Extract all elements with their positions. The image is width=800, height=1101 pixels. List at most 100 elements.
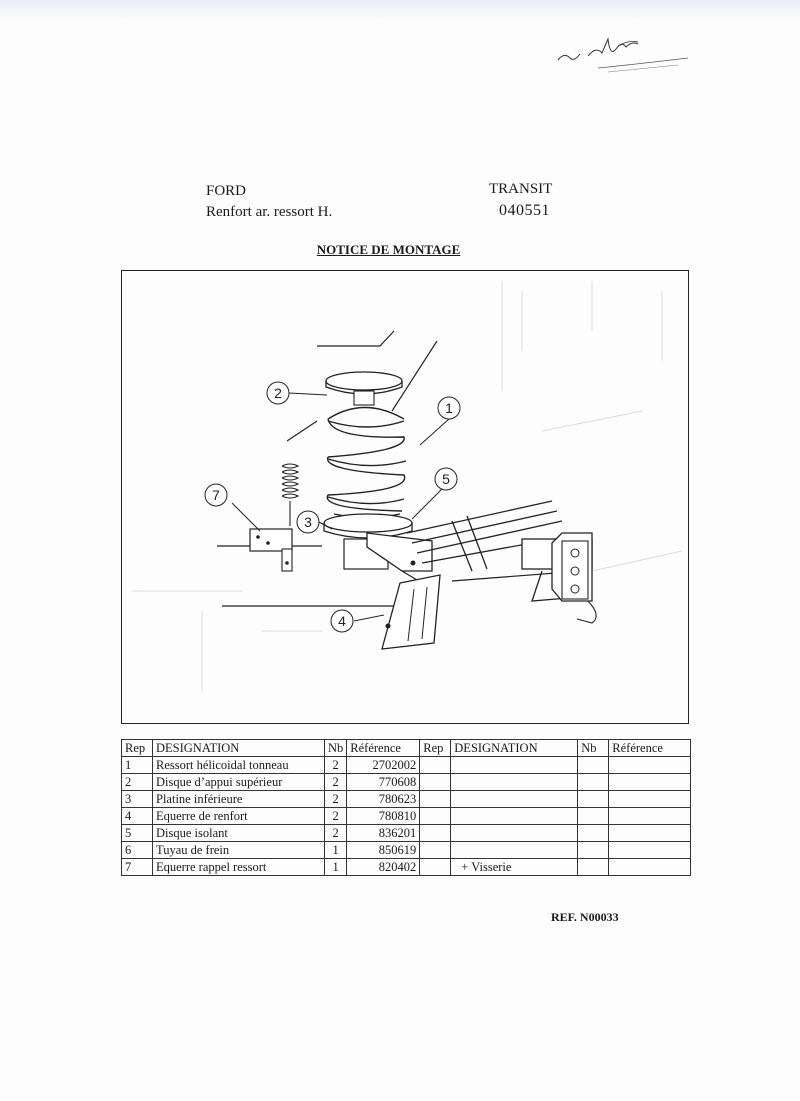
- cell-nb: 2: [323, 773, 348, 791]
- cell-reference-2: [608, 790, 691, 808]
- header-reference: Référence: [346, 739, 421, 757]
- callout-7-label: 7: [212, 487, 220, 503]
- callout-4: 4: [330, 609, 354, 633]
- coil-spring: [326, 406, 407, 519]
- cell-reference-2: [608, 858, 691, 876]
- cell-rep: 3: [121, 790, 153, 808]
- cell-reference: 2702002: [346, 756, 421, 774]
- cell-nb: 2: [323, 790, 348, 808]
- vehicle-model: TRANSIT 040551: [489, 179, 552, 221]
- cell-designation-2: + Visserie: [450, 858, 579, 876]
- cell-nb: 1: [323, 858, 348, 876]
- cell-rep-2: [419, 807, 452, 825]
- bleed-through: [132, 281, 683, 691]
- cell-nb-2: [577, 858, 610, 876]
- cell-nb: 2: [323, 824, 348, 842]
- cell-nb-2: [577, 773, 610, 791]
- cell-designation: Equerre de renfort: [152, 807, 325, 825]
- callout-2: 2: [266, 381, 290, 405]
- cell-nb-2: [577, 807, 610, 825]
- upper-disc: [325, 371, 403, 406]
- cell-rep: 4: [121, 807, 153, 825]
- cell-rep: 6: [121, 841, 153, 859]
- table-row: 1 Ressort hélicoidal tonneau 2 2702002: [121, 756, 691, 774]
- cell-designation-2: [450, 824, 579, 842]
- cell-rep: 2: [121, 773, 153, 791]
- cell-rep: 5: [121, 824, 153, 842]
- callout-3-label: 3: [304, 514, 312, 530]
- model-name: TRANSIT: [489, 181, 553, 197]
- cell-reference-2: [608, 756, 691, 774]
- cell-reference: 780623: [346, 790, 421, 808]
- model-code: 040551: [499, 202, 550, 219]
- table-row: 4 Equerre de renfort 2 780810: [121, 807, 691, 825]
- header-designation: DESIGNATION: [152, 739, 325, 757]
- header-reference-2: Référence: [608, 739, 691, 757]
- handwritten-signature: [557, 37, 689, 73]
- cell-rep: 7: [121, 858, 153, 876]
- wheel-hub: [551, 532, 597, 624]
- callout-5: 5: [434, 467, 458, 491]
- assembly-drawing: 1 2 3 4 5 7: [132, 281, 683, 691]
- cell-nb-2: [577, 756, 610, 774]
- notice-title: NOTICE DE MONTAGE: [316, 242, 461, 257]
- header-rep-2: Rep: [419, 739, 452, 757]
- cell-designation: Platine inférieure: [152, 790, 325, 808]
- cell-nb: 2: [323, 756, 348, 774]
- cell-designation-2: [450, 756, 579, 774]
- cell-reference-2: [608, 807, 691, 825]
- assembly-diagram: 1 2 3 4 5 7: [121, 270, 689, 724]
- cell-rep-2: [419, 841, 452, 859]
- callout-4-label: 4: [338, 613, 346, 629]
- table-row: 7 Equerre rappel ressort 1 820402 + Viss…: [121, 858, 691, 876]
- product-subtitle: Renfort ar. ressort H.: [206, 204, 333, 220]
- cell-reference-2: [608, 841, 691, 859]
- cell-designation-2: [450, 773, 579, 791]
- callout-leaders: [231, 392, 450, 622]
- table-row: 2 Disque d’appui supérieur 2 770608: [121, 773, 691, 791]
- cell-designation: Ressort hélicoidal tonneau: [152, 756, 325, 774]
- cell-reference: 820402: [346, 858, 421, 876]
- parts-table-header: Rep DESIGNATION Nb Référence Rep DESIGNA…: [121, 739, 691, 757]
- cell-designation: Disque isolant: [152, 824, 325, 842]
- header-rep: Rep: [121, 739, 153, 757]
- document-reference: REF. N00033: [551, 910, 619, 924]
- cell-nb: 1: [323, 841, 348, 859]
- table-row: 6 Tuyau de frein 1 850619: [121, 841, 691, 859]
- cell-rep-2: [419, 824, 452, 842]
- cell-reference: 780810: [346, 807, 421, 825]
- cell-nb-2: [577, 790, 610, 808]
- table-row: 3 Platine inférieure 2 780623: [121, 790, 691, 808]
- maker-name: FORD: [206, 183, 247, 199]
- cell-rep-2: [419, 858, 452, 876]
- cell-designation: Disque d’appui supérieur: [152, 773, 325, 791]
- callout-1-label: 1: [445, 400, 453, 416]
- callout-2-label: 2: [274, 385, 282, 401]
- callout-markers: 1 2 3 4 5 7: [204, 381, 461, 633]
- cell-rep-2: [419, 756, 452, 774]
- vehicle-maker: FORD Renfort ar. ressort H.: [206, 181, 332, 223]
- header-nb-2: Nb: [577, 739, 610, 757]
- parts-table: Rep DESIGNATION Nb Référence Rep DESIGNA…: [121, 739, 691, 876]
- cell-designation-2: [450, 807, 579, 825]
- callout-7: 7: [204, 483, 228, 507]
- cell-rep-2: [419, 790, 452, 808]
- cell-designation-2: [450, 790, 579, 808]
- return-spring-bracket: [249, 463, 300, 572]
- cell-designation-2: [450, 841, 579, 859]
- cell-nb-2: [577, 841, 610, 859]
- cell-reference: 770608: [346, 773, 421, 791]
- cell-reference: 836201: [346, 824, 421, 842]
- header-nb: Nb: [323, 739, 348, 757]
- cell-nb: 2: [323, 807, 348, 825]
- header-designation-2: DESIGNATION: [450, 739, 579, 757]
- cell-reference-2: [608, 824, 691, 842]
- callout-1: 1: [437, 396, 461, 420]
- callout-5-label: 5: [442, 471, 450, 487]
- cell-designation: Equerre rappel ressort: [152, 858, 325, 876]
- cell-rep: 1: [121, 756, 153, 774]
- table-row: 5 Disque isolant 2 836201: [121, 824, 691, 842]
- scan-edge: [0, 0, 800, 22]
- cell-nb-2: [577, 824, 610, 842]
- cell-designation: Tuyau de frein: [152, 841, 325, 859]
